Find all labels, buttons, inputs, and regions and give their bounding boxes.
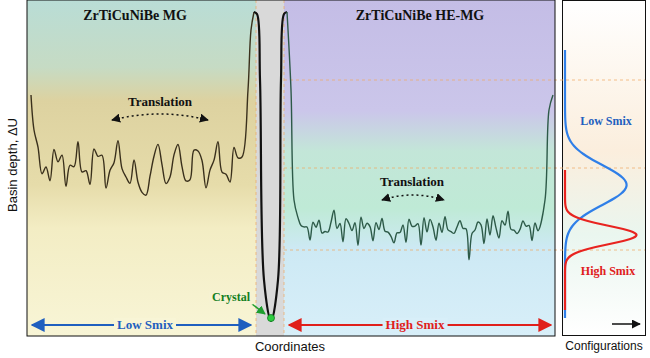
motion-label: Translation xyxy=(128,95,192,109)
axes-frame xyxy=(27,0,555,336)
panel-title: ZrTiCuNiBe MG xyxy=(83,8,187,23)
count-arrow xyxy=(612,323,640,325)
motion-label: Translation xyxy=(380,175,444,189)
crystal-dot xyxy=(268,315,275,322)
entropy-label: Low Smix xyxy=(580,115,632,128)
axis-title: Basin depth, ΔU xyxy=(6,118,20,212)
landscape-curves xyxy=(31,12,636,321)
crystal-well xyxy=(254,12,287,321)
crystal-strip: Crystal xyxy=(256,0,284,336)
axis-title: Coordinates xyxy=(255,340,325,354)
level-lines xyxy=(256,0,645,336)
mg-band xyxy=(27,0,256,336)
translation-arrows xyxy=(112,114,444,200)
configurations-panel: Low SmixHigh SmixConfigurations xyxy=(562,0,646,358)
crystal-pointer xyxy=(252,304,265,314)
panel-title: ZrTiCuNiBe HE-MG xyxy=(356,8,484,23)
crystal-label: Crystal xyxy=(209,291,253,304)
entropy-label: High Smix xyxy=(383,318,448,332)
hemg-landscape xyxy=(287,12,553,260)
mg-panel: ZrTiCuNiBe MG TranslationLow Smix xyxy=(27,0,256,336)
axis-title: Configurations xyxy=(565,340,642,353)
entropy-label: Low Smix xyxy=(114,318,176,332)
hemg-panel: ZrTiCuNiBe HE-MG TranslationHigh Smix xyxy=(284,0,555,336)
entropy-label: High Smix xyxy=(581,265,635,278)
mg-landscape xyxy=(31,12,254,195)
high-smix-distribution xyxy=(565,170,636,310)
